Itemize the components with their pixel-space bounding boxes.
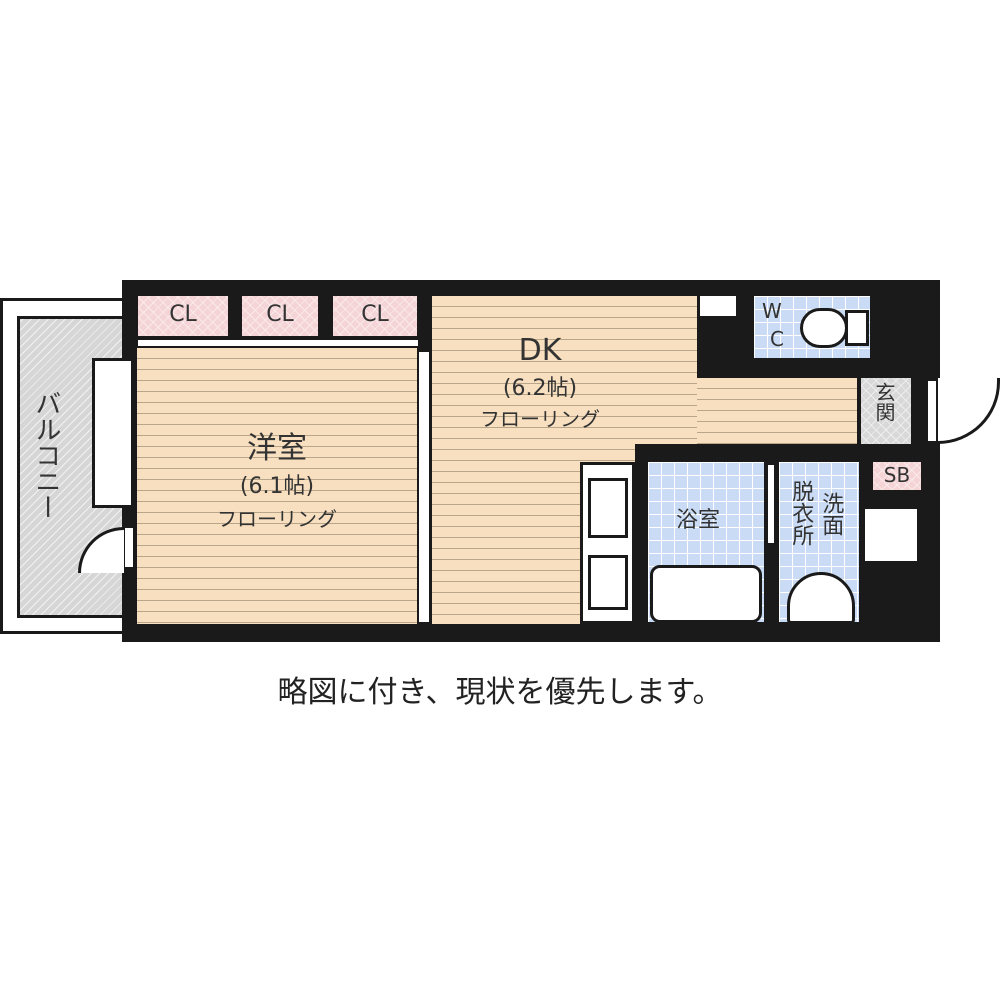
dk-floor: フローリング [480,407,600,431]
washroom-label-1: 脱衣所 [788,480,814,546]
balcony-window [92,358,134,508]
balcony-label: バルコニー [30,390,61,520]
western-room-name: 洋室 [247,431,307,466]
entrance-door [925,378,939,444]
dining-kitchen-ext [697,378,857,444]
western-room-floor: フローリング [217,507,337,531]
toilet-icon [800,308,848,348]
toilet-tank-icon [845,310,869,346]
closet-label: CL [361,302,389,327]
bathtub-icon [650,565,762,623]
western-room [137,348,417,624]
entrance [861,378,911,444]
closet-doors [138,338,418,348]
bathroom-door [765,462,777,546]
entrance-label: 玄関 [872,382,896,422]
sliding-door [417,350,431,624]
closet-3 [333,296,417,336]
toilet-label-c: C [770,327,784,351]
washing-machine-icon [862,506,920,564]
sink-icon [588,478,628,538]
washroom-label-2: 洗面 [818,492,844,536]
dk-size: (6.2帖) [502,376,578,401]
shoe-box [873,462,921,490]
washbasin-icon [787,572,855,624]
shoe-box-label: SB [883,463,911,487]
stove-icon [588,555,628,610]
toilet-label-w: W [762,299,782,323]
dk-name: DK [518,333,562,368]
closet-1 [138,296,228,336]
balcony-door [122,525,136,570]
closet-label: CL [266,302,294,327]
closet-label: CL [169,302,197,327]
caption: 略図に付き、現状を優先します。 [277,675,723,710]
closet-2 [242,296,318,336]
bathroom-label: 浴室 [675,508,720,533]
western-room-size: (6.1帖) [239,474,315,499]
entrance-door-swing-icon [938,378,1000,444]
vent-box [700,296,736,316]
